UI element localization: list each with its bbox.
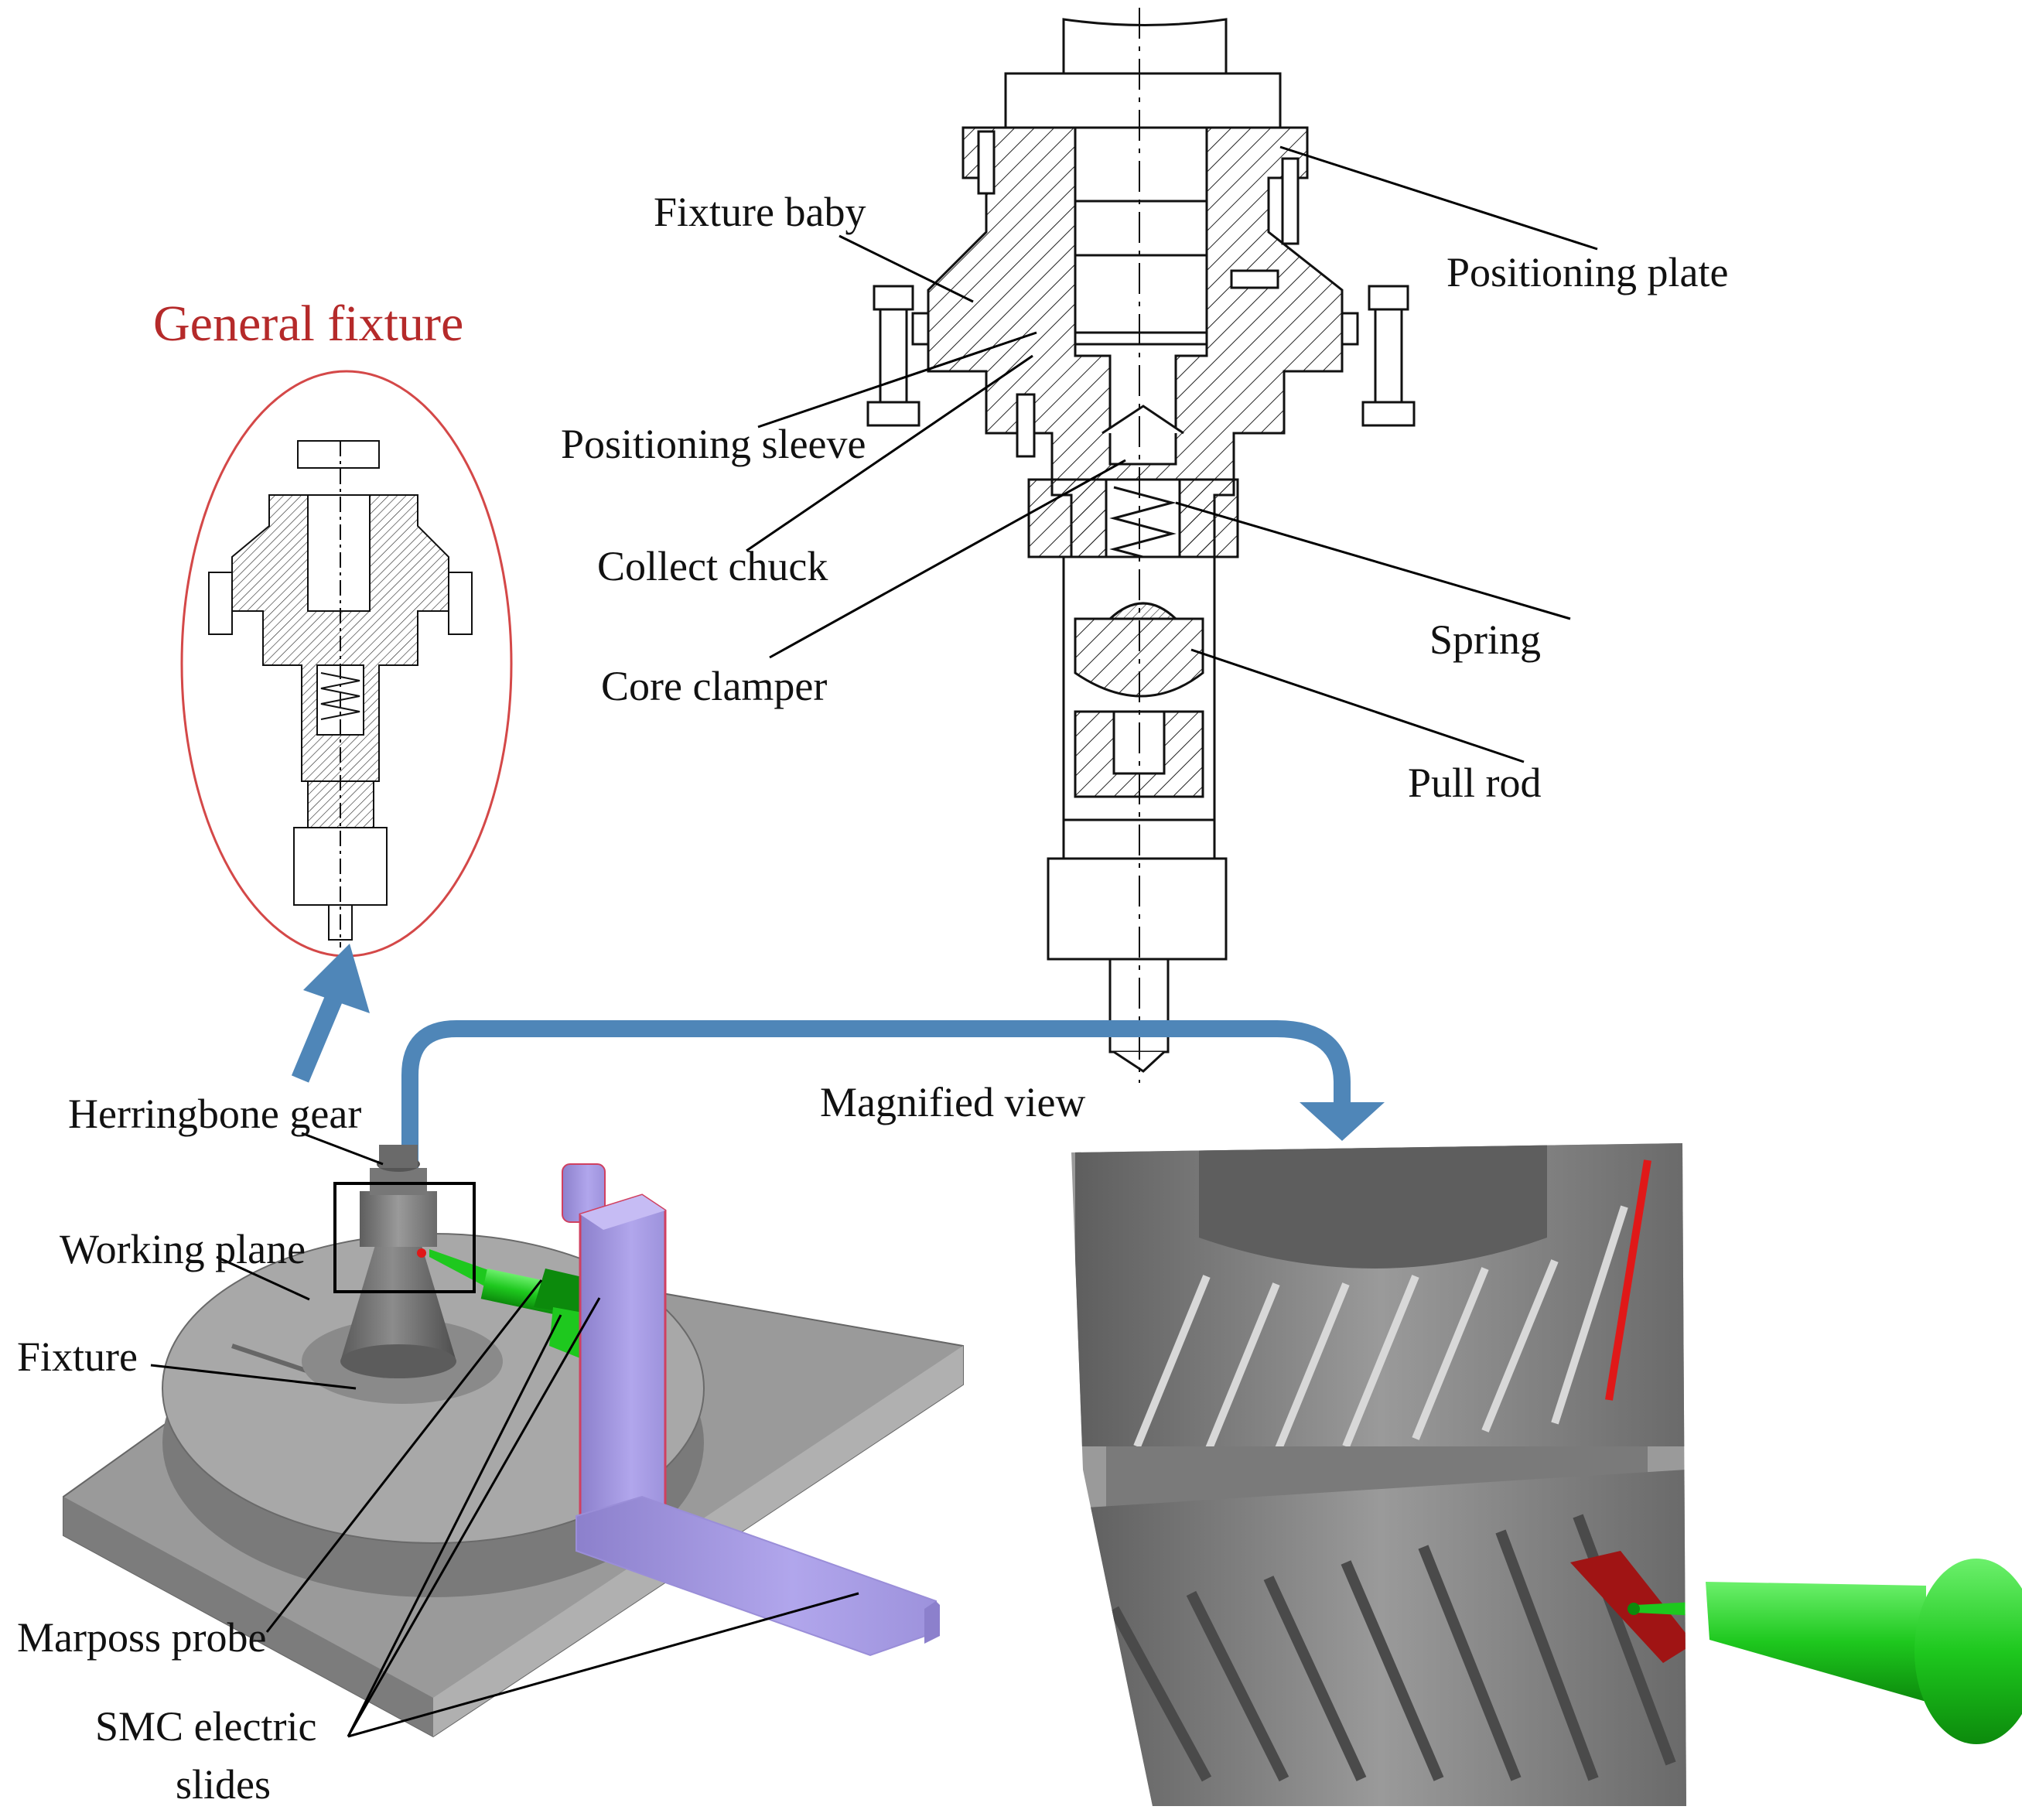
label-core-clamper: Core clamper (601, 663, 827, 709)
label-pull-rod: Pull rod (1408, 760, 1542, 806)
arrow-to-general-fixture (291, 944, 370, 1083)
label-positioning-plate: Positioning plate (1446, 249, 1729, 295)
magnified-gear-view (1071, 1143, 2022, 1806)
magnify-region-box (333, 1182, 476, 1293)
label-magnified-view: Magnified view (820, 1079, 1085, 1125)
label-positioning-sleeve: Positioning sleeve (561, 421, 866, 467)
label-marposs-probe: Marposs probe (17, 1614, 266, 1661)
cross-section-leaders (746, 145, 1598, 763)
label-fixture: Fixture (17, 1333, 138, 1380)
label-collect-chuck: Collect chuck (597, 543, 828, 589)
label-herringbone-gear: Herringbone gear (68, 1091, 361, 1137)
label-fixture-baby: Fixture baby (654, 189, 866, 235)
label-working-plane: Working plane (60, 1226, 306, 1272)
assembly-leaders (150, 1132, 859, 1738)
fixture-cross-section (866, 8, 1416, 1083)
label-spring: Spring (1429, 616, 1541, 663)
general-fixture-title: General fixture (153, 295, 463, 352)
general-fixture-thumbnail (208, 440, 473, 948)
label-smc-slides: slides (176, 1761, 271, 1808)
label-smc-electric: SMC electric (95, 1703, 316, 1750)
arrow-to-magnified-view (401, 1020, 1385, 1172)
assembly-3d-view (63, 1145, 964, 1738)
